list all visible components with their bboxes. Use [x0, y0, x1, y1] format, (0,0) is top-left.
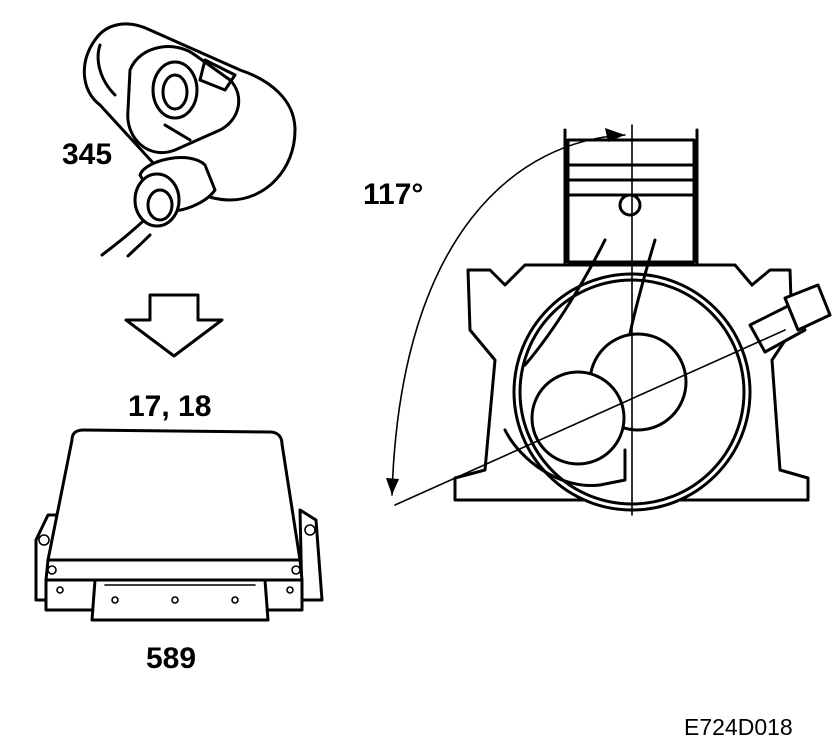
sensor-part-number: 345 [62, 138, 113, 171]
control-unit-illustration [34, 428, 324, 622]
crankshaft-sensor-illustration [82, 22, 297, 258]
down-arrow-icon [124, 293, 224, 358]
angle-label: 117° [363, 178, 424, 211]
figure-code: E724D018 [684, 714, 793, 740]
control-unit-part-numbers: 17, 18 [128, 390, 212, 423]
connector-part-number: 589 [146, 642, 197, 675]
engine-cross-section-illustration [386, 124, 832, 516]
